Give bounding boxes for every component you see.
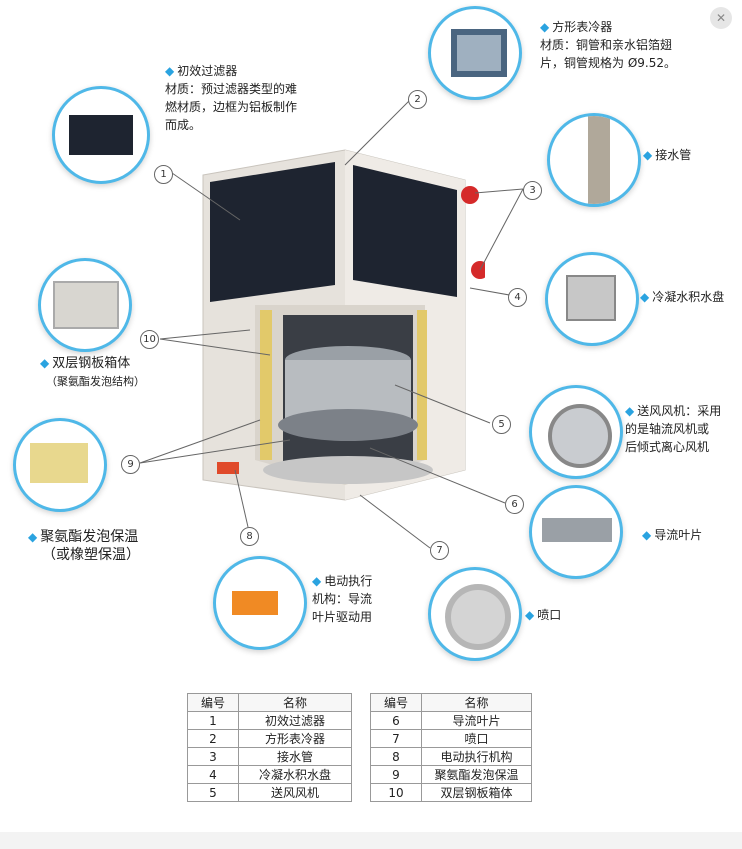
- coil-thumbnail: [428, 6, 522, 100]
- water-pipe-upper: [461, 186, 479, 204]
- marker-4: 4: [508, 288, 527, 307]
- label-filter: ◆初效过滤器 材质：预过滤器类型的难 燃材质，边框为铝板制作 而成。: [165, 64, 298, 132]
- filter-panel-right: [353, 165, 457, 297]
- label-coil: ◆方形表冷器 材质：铜管和亲水铝箔翅 片，铜管规格为 Ø9.52。: [540, 20, 676, 70]
- marker-1: 1: [154, 165, 173, 184]
- label-panel: ◆双层钢板箱体 （聚氨酯发泡结构）: [40, 356, 145, 388]
- label-vane: ◆导流叶片: [642, 528, 703, 542]
- pipe-thumbnail: [547, 113, 641, 207]
- marker-10: 10: [140, 330, 159, 349]
- marker-6: 6: [505, 495, 524, 514]
- nozzle-thumbnail: [428, 567, 522, 661]
- actuator-thumbnail: [213, 556, 307, 650]
- label-nozzle: ◆喷口: [525, 608, 562, 622]
- label-fan: ◆送风风机：采用 的是轴流风机或 后倾式离心风机: [625, 404, 722, 454]
- footer-band: [0, 832, 742, 849]
- marker-3: 3: [523, 181, 542, 200]
- label-pipe: ◆接水管: [643, 148, 692, 162]
- filter-panel-left: [210, 162, 335, 302]
- marker-8: 8: [240, 527, 259, 546]
- label-actuator: ◆电动执行 机构：导流 叶片驱动用: [312, 574, 373, 624]
- label-insulation: ◆聚氨酯发泡保温 （或橡塑保温）: [28, 529, 140, 563]
- drain-pan-thumbnail: [545, 252, 639, 346]
- marker-2: 2: [408, 90, 427, 109]
- marker-7: 7: [430, 541, 449, 560]
- panel-thumbnail: [38, 258, 132, 352]
- marker-9: 9: [121, 455, 140, 474]
- insulation-thumbnail: [13, 418, 107, 512]
- air-handler-illustration: [202, 149, 485, 501]
- marker-5: 5: [492, 415, 511, 434]
- vane-thumbnail: [529, 485, 623, 579]
- label-drain-pan: ◆冷凝水积水盘: [640, 290, 725, 304]
- filter-thumbnail: [52, 86, 150, 184]
- fan-thumbnail: [529, 385, 623, 479]
- water-pipe-lower: [471, 261, 485, 279]
- close-icon[interactable]: ✕: [710, 7, 732, 29]
